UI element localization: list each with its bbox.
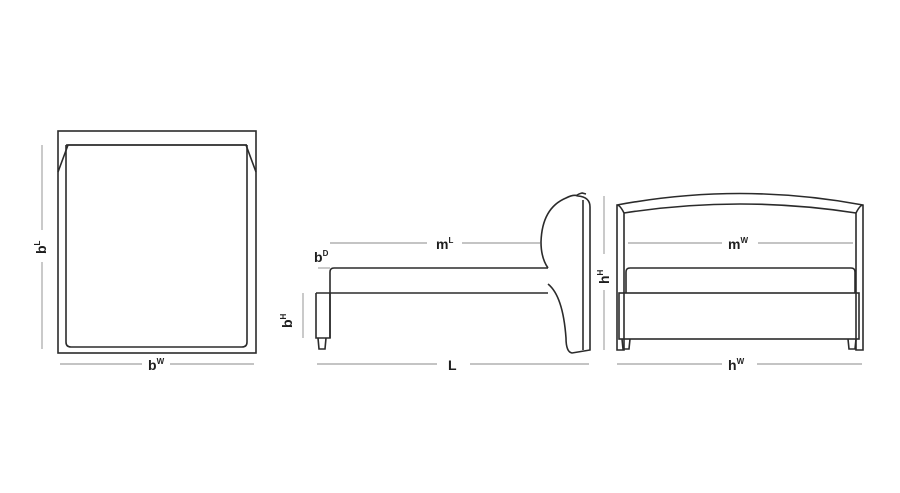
label-ml: mL (436, 236, 453, 252)
front-view-foot-left (621, 338, 631, 350)
top-view-headboard-inner (57, 144, 257, 173)
front-view-headboard (616, 192, 864, 351)
front-view-base (618, 292, 860, 340)
front-view: mW hH hW (596, 192, 864, 373)
label-hh: hH (596, 269, 612, 284)
label-mw: mW (728, 236, 748, 252)
label-bl: bL (33, 240, 49, 254)
label-hw: hW (728, 357, 745, 373)
label-bw: bW (148, 357, 165, 373)
front-view-foot-right (847, 338, 857, 350)
side-view-headboard (540, 194, 591, 354)
side-view-mattress (329, 267, 548, 293)
label-l: L (448, 357, 457, 373)
side-view: mL bD bH L (279, 192, 591, 373)
side-view-headboard-top (575, 192, 587, 197)
side-view-foot-left (317, 337, 327, 350)
label-bh: bH (279, 313, 295, 328)
front-view-headboard-inner (623, 203, 857, 214)
top-view: bL bW (33, 130, 257, 373)
side-view-base (315, 292, 548, 339)
top-view-frame (57, 130, 257, 354)
front-view-mattress (625, 267, 856, 293)
label-bd: bD (314, 249, 329, 265)
top-view-mattress (65, 145, 248, 348)
